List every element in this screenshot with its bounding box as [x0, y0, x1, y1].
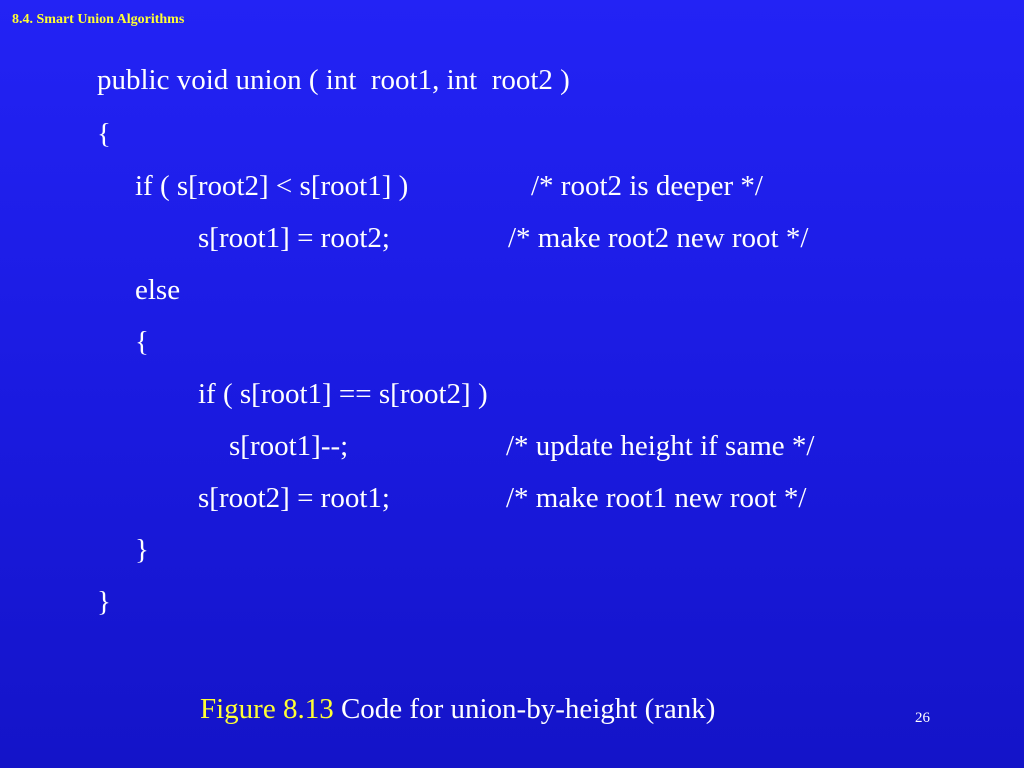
code-line-assign-root1: s[root2] = root1; — [198, 482, 390, 514]
code-line-close-brace: } — [97, 586, 111, 618]
figure-caption-text: Code for union-by-height (rank) — [340, 693, 716, 725]
figure-caption: Figure 8.13 Code for union-by-height (ra… — [200, 692, 715, 726]
code-line-inner-close-brace: } — [135, 534, 149, 566]
code-line-inner-open-brace: { — [135, 326, 149, 358]
code-line-assign-root2: s[root1] = root2; — [198, 222, 390, 254]
code-line-signature: public void union ( int root1, int root2… — [97, 64, 570, 96]
code-line-open-brace: { — [97, 118, 111, 150]
code-line-else: else — [135, 274, 181, 306]
code-comment-update-height: /* update height if same */ — [506, 430, 815, 462]
code-line-decrement: s[root1]--; — [229, 430, 349, 462]
page-number: 26 — [915, 710, 930, 726]
code-comment-make-root2: /* make root2 new root */ — [508, 222, 809, 254]
code-line-if-equal: if ( s[root1] == s[root2] ) — [198, 378, 488, 410]
code-comment-deeper: /* root2 is deeper */ — [531, 170, 763, 202]
code-line-if-deeper: if ( s[root2] < s[root1] ) — [135, 170, 409, 202]
code-comment-make-root1: /* make root1 new root */ — [506, 482, 807, 514]
figure-label: Figure 8.13 — [200, 693, 334, 725]
slide-title: 8.4. Smart Union Algorithms — [12, 12, 185, 27]
